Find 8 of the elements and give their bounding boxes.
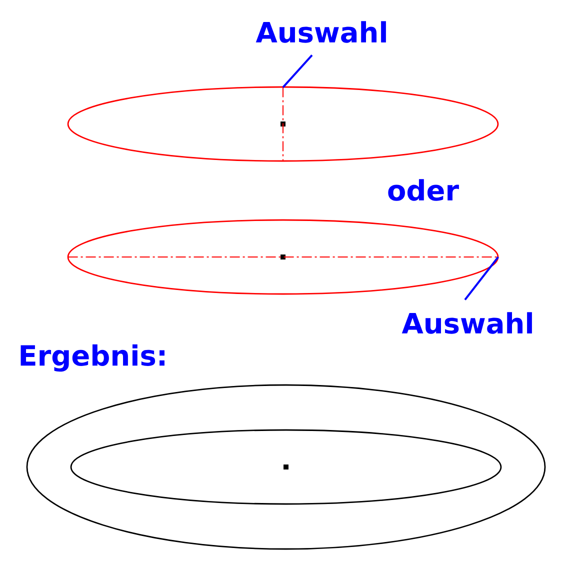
callout-label: Auswahl <box>256 21 386 43</box>
axis-line <box>67 256 499 258</box>
leader-line <box>282 54 313 88</box>
annotation-text: oder <box>388 179 459 201</box>
callout-label: Auswahl <box>402 312 532 334</box>
axis-line <box>282 86 284 162</box>
annotation-text: Ergebnis: <box>20 344 164 372</box>
leader-line <box>464 256 499 300</box>
